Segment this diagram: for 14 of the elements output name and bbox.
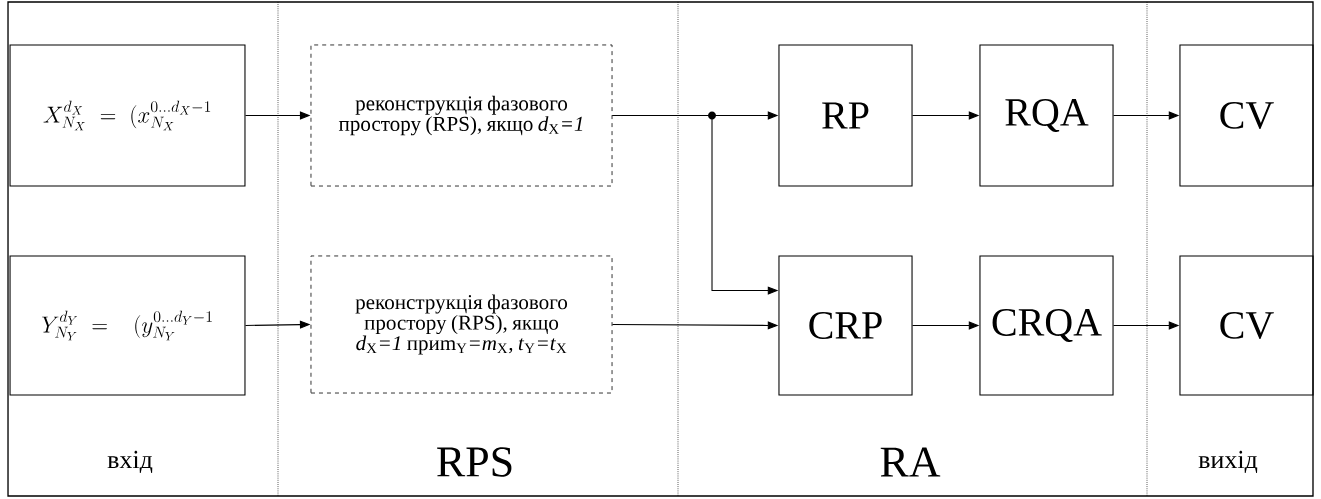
column-label: RPS (437, 447, 512, 477)
output-box: CV (1179, 44, 1314, 187)
formula-box: $X_{N_X}^{d_X} = (x_{N_X}^{0\ldots d_X-1}$ (9, 44, 246, 187)
process-box: реконструкція фазового простору (RPS), якщо d$_{X}$=1 приm$_{Y}$=m$_{X}$, t$_{Y}$=t$_{X}$ (310, 255, 613, 394)
process-box: реконструкція фазового простору (RPS), якщо d$_{X}$=1 (310, 44, 613, 187)
column-label: RA (880, 447, 941, 477)
output-box: CV (1179, 255, 1314, 396)
process-box: RP (778, 44, 913, 187)
column-label: вхід (107, 450, 153, 474)
column-label: вихід (1198, 450, 1258, 474)
formula-box: $Y_{N_Y}^{d_Y} = \;(y_{N_Y}^{0\ldots d_Y-1}$ (9, 255, 246, 396)
process-box: CRP (778, 255, 913, 396)
process-box: RQA (979, 44, 1114, 187)
process-box: CRQA (979, 255, 1114, 396)
